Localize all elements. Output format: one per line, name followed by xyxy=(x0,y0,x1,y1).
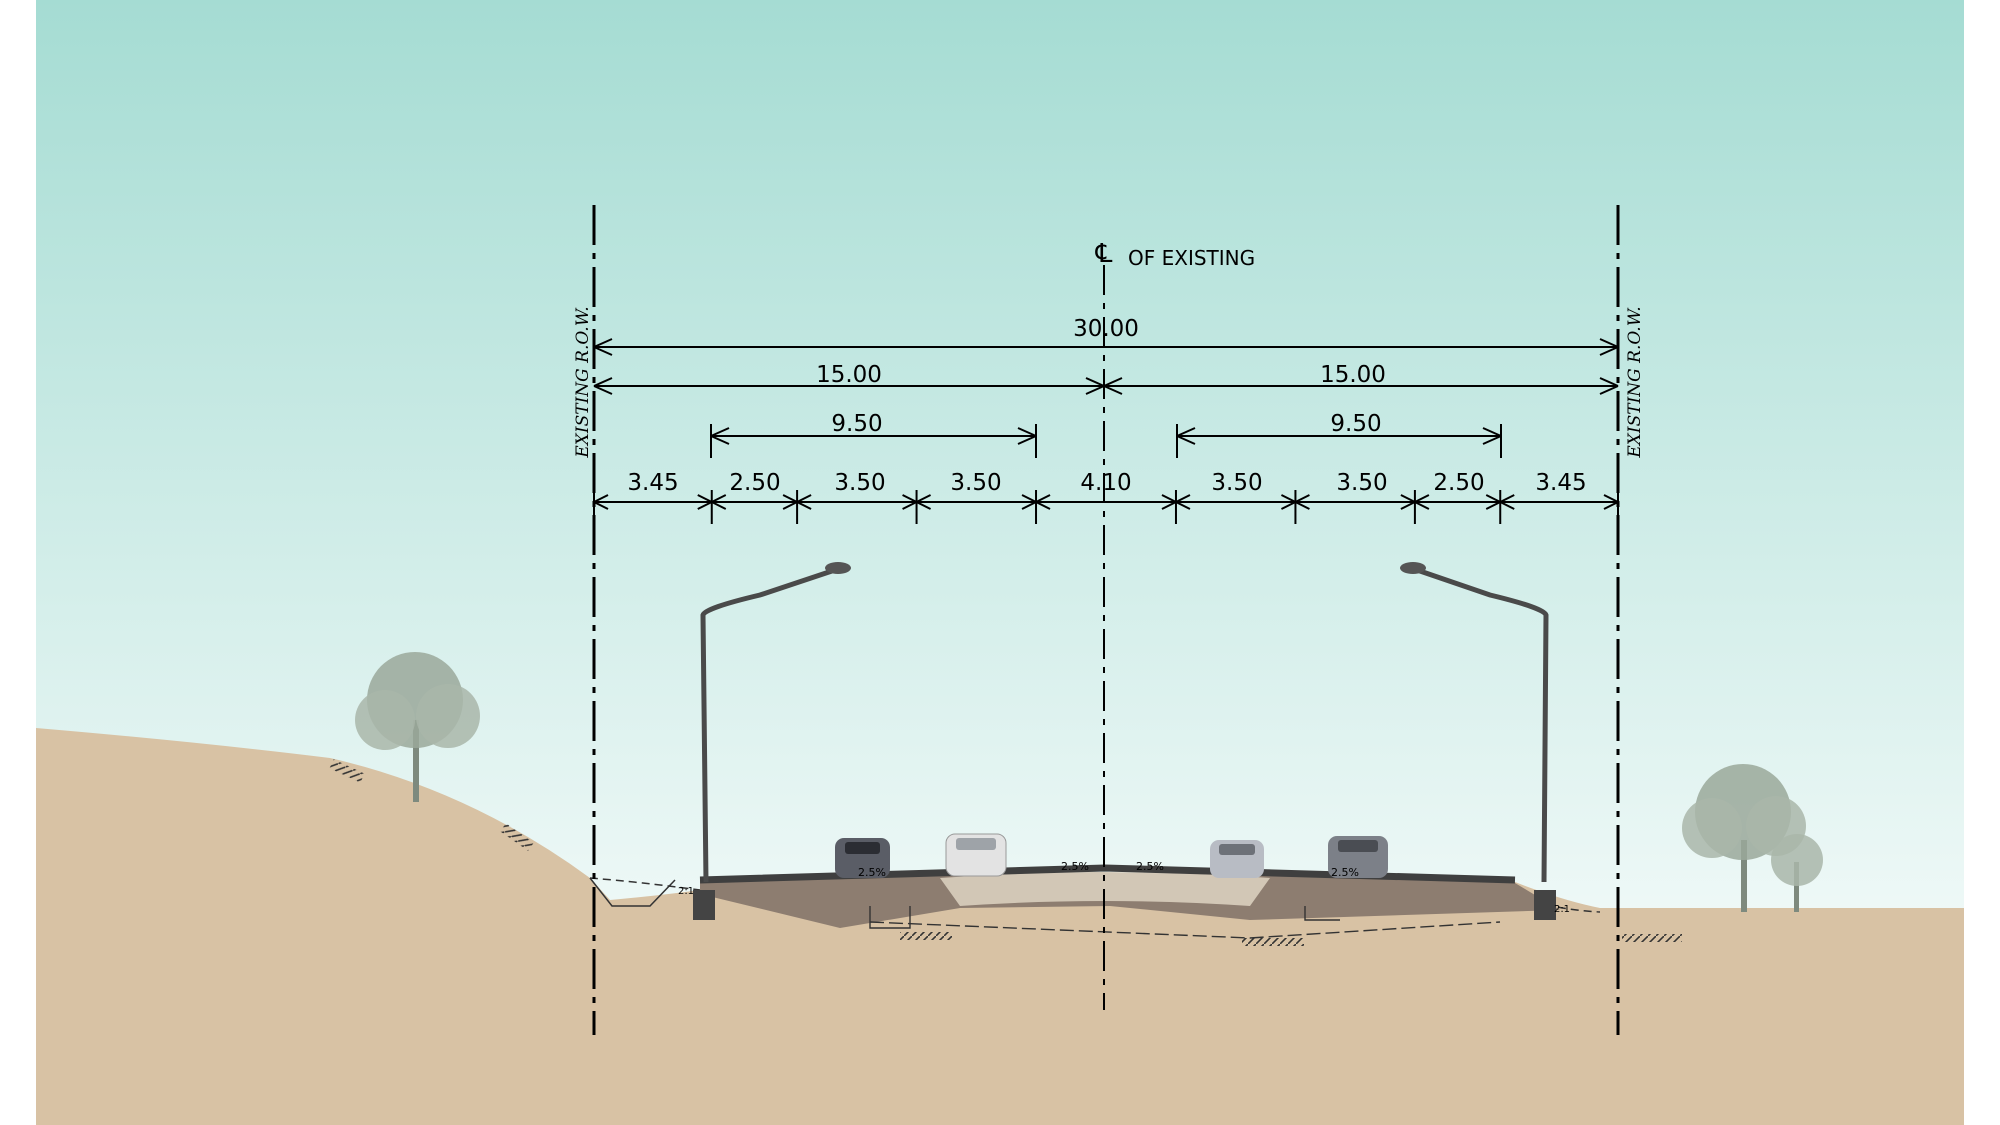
side-slope-label: 2:1 xyxy=(678,886,694,897)
ditch xyxy=(589,877,676,907)
dimension-label: 4.10 xyxy=(1080,470,1131,496)
car xyxy=(835,838,890,878)
hatch-mark xyxy=(329,759,365,783)
crossfall-label: 2.5% xyxy=(858,866,886,879)
dimension-label: 15.00 xyxy=(1320,362,1386,388)
dimension-arrow xyxy=(697,494,727,510)
dimension-arrow xyxy=(902,494,932,510)
street-light-right xyxy=(1400,562,1556,920)
dimension-arrow xyxy=(782,494,812,510)
dimension-label: 9.50 xyxy=(831,411,882,437)
dimension-label: 3.45 xyxy=(1535,470,1586,496)
ground-terrain xyxy=(36,728,1964,1125)
dimension-arrow xyxy=(1021,494,1051,510)
row-label-left: EXISTING R.O.W. xyxy=(573,306,593,458)
tree-left xyxy=(355,652,480,802)
drain-left xyxy=(869,906,911,929)
car xyxy=(945,833,1007,877)
dimension-arrow xyxy=(1603,494,1619,510)
hatch-mark xyxy=(900,932,952,940)
dimension-arrow xyxy=(1280,494,1310,510)
dimension-label: 3.45 xyxy=(627,470,678,496)
dimension-label: 2.50 xyxy=(729,470,780,496)
dimension-label: 30.00 xyxy=(1073,316,1139,342)
hatch-mark xyxy=(1242,938,1304,946)
street-light-left xyxy=(693,562,851,920)
dimension-arrow xyxy=(1400,494,1430,510)
dimension-half-right: 15.00 xyxy=(1103,362,1619,395)
dimension-total: 30.00 xyxy=(593,316,1619,356)
dimension-label: 3.50 xyxy=(1211,470,1262,496)
car xyxy=(1328,836,1388,878)
dimension-arrow xyxy=(593,494,609,510)
dimension-label: 15.00 xyxy=(816,362,882,388)
hatch-mark xyxy=(1622,934,1682,942)
dimension-arrow xyxy=(1161,494,1191,510)
subgrade-line xyxy=(869,921,1501,939)
dimension-label: 2.50 xyxy=(1433,470,1484,496)
drain-right xyxy=(1304,906,1340,921)
dimension-segment-chain: 3.45 2.50 3.50 3.50 4.10 3.50 3.50 2.50 … xyxy=(593,470,1619,524)
centerline-label: OF EXISTING xyxy=(1128,246,1255,270)
dimension-label: 3.50 xyxy=(950,470,1001,496)
dimension-label: 9.50 xyxy=(1330,411,1381,437)
crossfall-label: 2.5% xyxy=(1331,866,1359,879)
row-label-right: EXISTING R.O.W. xyxy=(1625,306,1645,458)
dimension-label: 3.50 xyxy=(834,470,885,496)
car xyxy=(1210,840,1264,878)
crossfall-label: 2.5% xyxy=(1061,860,1089,873)
dimension-arrow xyxy=(1485,494,1515,510)
side-slope-label: 2:1 xyxy=(1554,904,1570,915)
hatch-mark xyxy=(500,823,534,851)
centerline-symbol: ℄ xyxy=(1095,239,1113,269)
dimension-carriageway-right: 9.50 xyxy=(1176,411,1502,458)
existing-ground-line xyxy=(589,877,1601,913)
dimension-half-left: 15.00 xyxy=(593,362,1105,395)
tree-right xyxy=(1682,764,1823,912)
dimension-label: 3.50 xyxy=(1336,470,1387,496)
pavement-surface xyxy=(699,864,1516,884)
crossfall-label: 2.5% xyxy=(1136,860,1164,873)
dimension-carriageway-left: 9.50 xyxy=(710,411,1037,458)
